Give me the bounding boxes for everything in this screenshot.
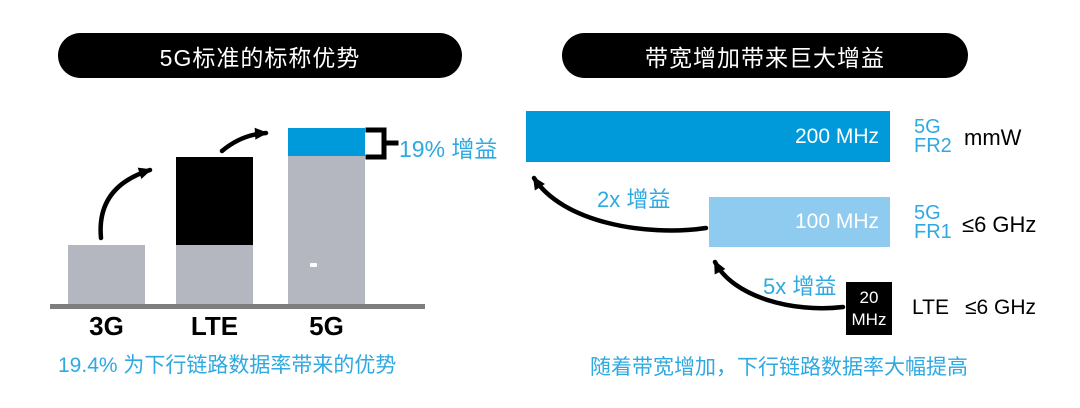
label-5g-fr1-tech: 5G <box>914 202 941 224</box>
label-5g-fr1: 5G FR1 <box>914 202 952 243</box>
bar-20mhz-value-line2: MHz <box>851 309 887 329</box>
gain-5x-label: 5x 增益 <box>763 274 837 299</box>
bar-3g <box>68 245 145 305</box>
bar-5g-gray-segment <box>288 156 365 305</box>
x-axis-line <box>50 304 425 309</box>
left-panel-title: 5G标准的标称优势 <box>159 44 361 71</box>
gain-19-label: 19% 增益 <box>399 136 498 162</box>
label-5g-fr2: 5G FR2 <box>914 116 952 157</box>
label-sub6-fr1: ≤6 GHz <box>962 212 1037 237</box>
bar-5g-white-dash <box>310 263 317 267</box>
bar-200mhz: 200 MHz <box>526 111 890 162</box>
gain-bracket-icon <box>365 127 387 160</box>
label-lte-range: ≤6 GHz <box>964 296 1037 319</box>
label-5g-fr2-tech: 5G <box>914 116 941 138</box>
label-5g-fr2-band: FR2 <box>914 135 952 157</box>
xlabel-5g: 5G <box>309 311 344 341</box>
bar-200mhz-value: 200 MHz <box>794 124 879 148</box>
bar-100mhz: 100 MHz <box>709 197 890 247</box>
bar-100mhz-value: 100 MHz <box>794 210 879 233</box>
xlabel-3g: 3G <box>89 311 124 341</box>
right-panel-title-pill: 带宽增加带来巨大增益 <box>562 33 968 78</box>
right-caption: 随着带宽增加，下行链路数据率大幅提高 <box>590 356 968 379</box>
label-5g-fr1-band: FR1 <box>914 221 952 243</box>
arrow-lte-to-5g-icon <box>219 127 269 154</box>
label-lte-tech: LTE <box>912 296 949 319</box>
bar-lte-black-segment <box>176 157 253 245</box>
right-panel-title: 带宽增加带来巨大增益 <box>645 44 885 71</box>
arrow-3g-to-lte-icon <box>98 167 153 241</box>
bar-20mhz-value-line1: 20 <box>859 288 879 308</box>
bar-5g-blue-segment <box>288 128 365 156</box>
left-caption: 19.4% 为下行链路数据率带来的优势 <box>58 354 397 377</box>
label-lte-row: LTE ≤6 GHz <box>912 296 1036 320</box>
xlabel-lte: LTE <box>190 311 239 341</box>
bar-lte-gray-segment <box>176 245 253 305</box>
bar-20mhz-box: 20 MHz <box>846 282 892 335</box>
label-mmw: mmW <box>964 125 1022 150</box>
left-panel-title-pill: 5G标准的标称优势 <box>58 33 462 78</box>
gain-2x-label: 2x 增益 <box>597 187 671 212</box>
